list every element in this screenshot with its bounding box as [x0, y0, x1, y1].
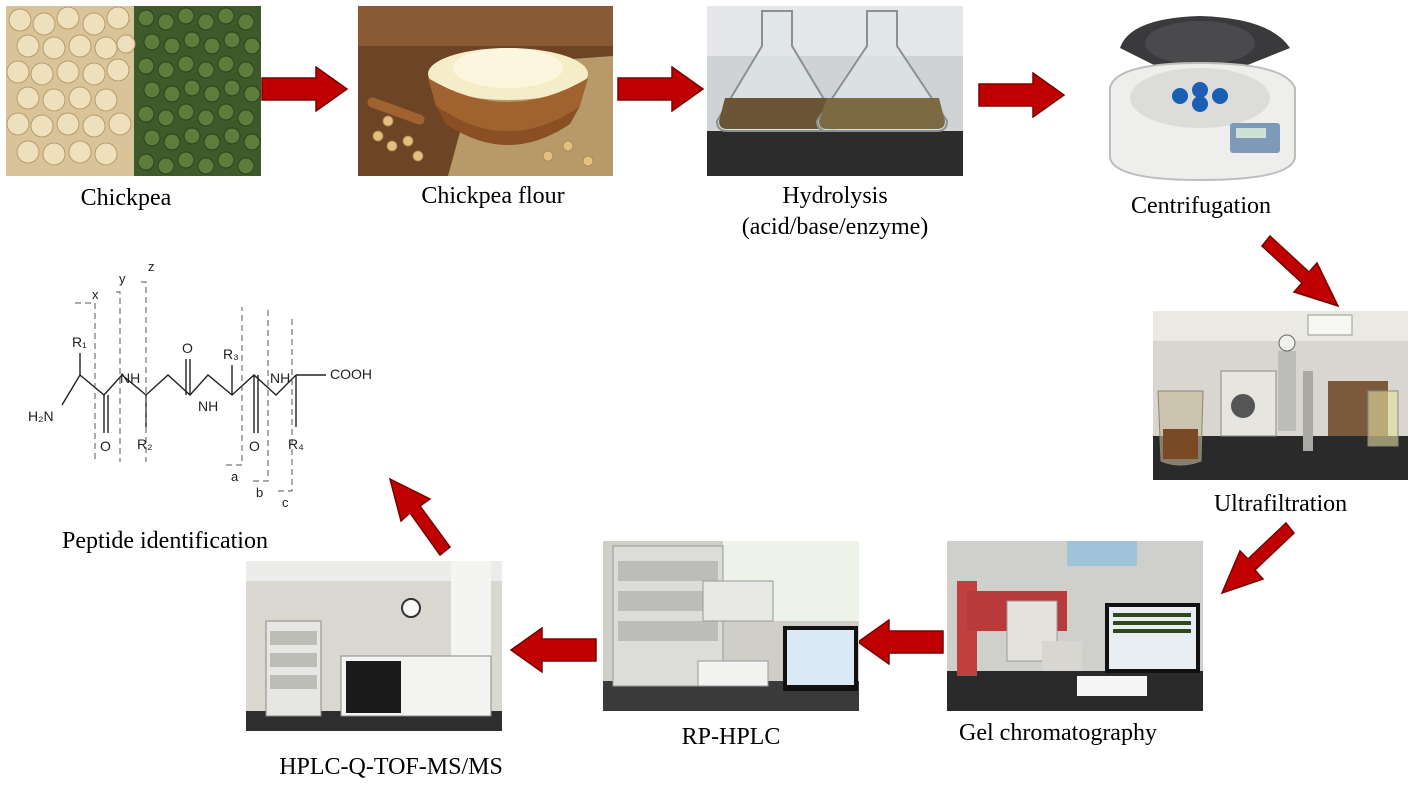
centrifugation-label: Centrifugation — [1131, 193, 1271, 219]
arrow-down-left — [1220, 521, 1296, 597]
hplc-qtof-label: HPLC-Q-TOF-MS/MS — [279, 754, 503, 780]
rp-hplc-label: RP-HPLC — [681, 724, 781, 750]
peptide-identification-label: Peptide identification — [62, 528, 268, 554]
arrow-right-3 — [978, 72, 1066, 118]
hydrolysis-label: Hydrolysis — [782, 183, 888, 209]
hydrolysis-sublabel: (acid/base/enzyme) — [741, 214, 929, 240]
r2-group: R₂ — [137, 436, 153, 452]
nh-group-3: NH — [270, 370, 290, 386]
ion-label-a: a — [231, 469, 239, 484]
ion-label-z: z — [148, 259, 155, 274]
gel-chromatography-photo — [947, 541, 1203, 711]
hydrolysis-photo — [707, 6, 963, 176]
ultrafiltration-label: Ultrafiltration — [1213, 491, 1348, 517]
chickpea-label: Chickpea — [80, 185, 172, 211]
peptide-structure: x y z a b c H₂N R₁ O NH R₂ O NH R₃ O NH … — [20, 255, 400, 515]
arrow-right-2 — [617, 66, 705, 112]
ultrafiltration-photo — [1153, 311, 1408, 480]
ion-label-x: x — [92, 287, 99, 302]
cooh-group: COOH — [330, 366, 372, 382]
carbonyl-o-3: O — [249, 438, 260, 454]
arrow-right-1 — [261, 66, 349, 112]
amine-group: H₂N — [28, 408, 54, 424]
carbonyl-o-1: O — [100, 438, 111, 454]
hplc-qtof-photo — [246, 561, 502, 731]
ion-label-c: c — [282, 495, 289, 510]
arrow-down-right — [1256, 234, 1342, 310]
ion-label-b: b — [256, 485, 263, 500]
centrifuge-photo — [1090, 8, 1312, 186]
chickpea-photo — [6, 6, 261, 176]
nh-group-1: NH — [120, 370, 140, 386]
arrow-left-1 — [856, 619, 944, 665]
arrow-left-2 — [509, 627, 597, 673]
r4-group: R₄ — [288, 436, 304, 452]
gel-chromatography-label: Gel chromatography — [959, 720, 1157, 746]
carbonyl-o-2: O — [182, 340, 193, 356]
chickpea-flour-label: Chickpea flour — [421, 183, 565, 209]
r3-group: R₃ — [223, 346, 239, 362]
chickpea-flour-photo — [358, 6, 613, 176]
r1-group: R₁ — [72, 334, 87, 350]
nh-group-2: NH — [198, 398, 218, 414]
rp-hplc-photo — [603, 541, 859, 711]
arrow-up-left — [384, 477, 456, 557]
ion-label-y: y — [119, 271, 126, 286]
